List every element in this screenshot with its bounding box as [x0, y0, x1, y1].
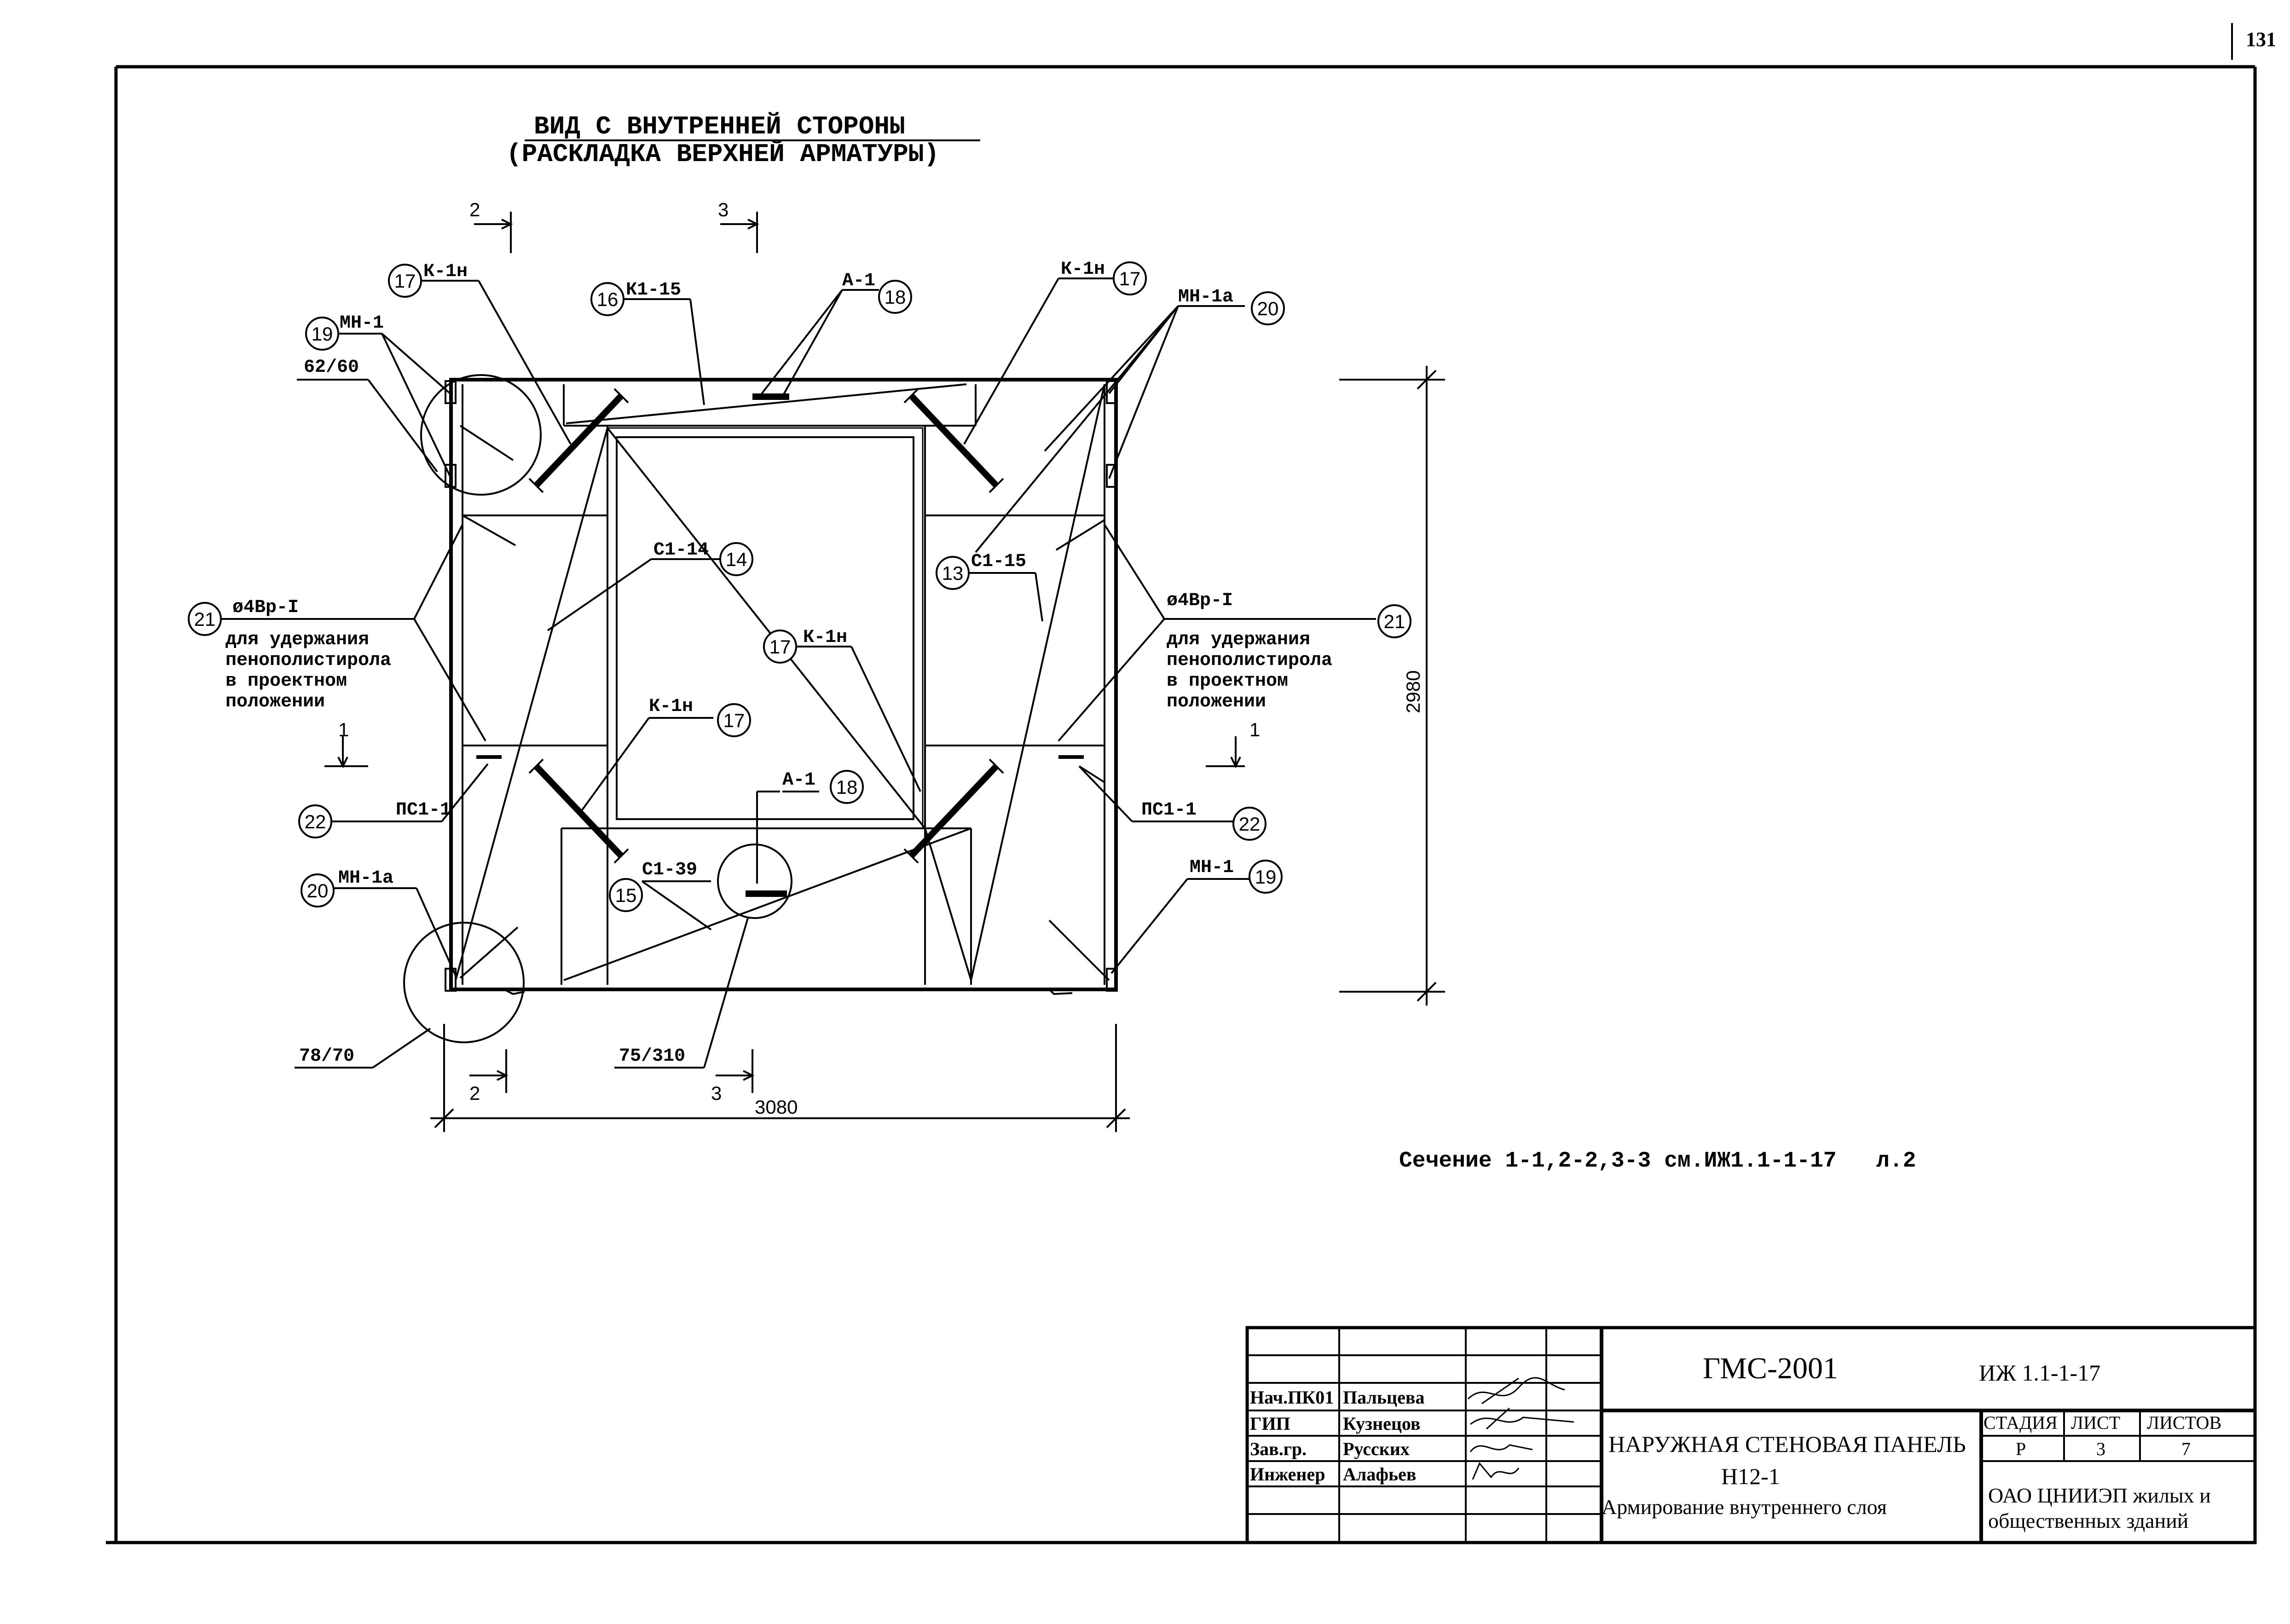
drawing-title-line2: (РАСКЛАДКА ВЕРХНЕЙ АРМАТУРЫ)	[506, 139, 939, 169]
label-mn1a-top-right: МН-1а	[1178, 287, 1233, 307]
organisation-line1: ОАО ЦНИИЭП жилых и	[1988, 1484, 2211, 1507]
document-code: ИЖ 1.1-1-17	[1979, 1360, 2100, 1386]
dimension-height: 2980	[1402, 670, 1424, 713]
callout-17-middle: 17	[769, 636, 791, 658]
label-a1-top: А-1	[842, 271, 875, 291]
label-75-310: 75/310	[619, 1046, 685, 1067]
drawing-title-line1: ВИД С ВНУТРЕННЕЙ СТОРОНЫ	[534, 112, 905, 141]
page-number-corner: 131	[2231, 23, 2276, 60]
callout-20-top-right: 20	[1257, 298, 1279, 319]
label-k1n-lower-left: К-1н	[649, 696, 693, 717]
note-left-line4: положении	[226, 692, 325, 712]
label-62-60: 62/60	[304, 357, 359, 378]
callout-19-lower-right: 19	[1255, 866, 1277, 888]
label-mn1-top-left: МН-1	[340, 313, 384, 334]
sheet-name-line1: НАРУЖНАЯ СТЕНОВАЯ ПАНЕЛЬ	[1608, 1431, 1966, 1457]
label-78-70: 78/70	[299, 1046, 354, 1067]
note-right-line3: в проектном	[1167, 671, 1288, 692]
corner-bars	[528, 388, 1004, 864]
section-reference-note: Сечение 1-1,2-2,3-3 см.ИЖ1.1-1-17 л.2	[1399, 1149, 1916, 1173]
callout-21-left: 21	[194, 608, 216, 630]
note-right-line1: для удержания	[1167, 630, 1310, 650]
callout-19-top-left: 19	[312, 323, 333, 345]
note-left-line1: для удержания	[226, 630, 369, 650]
sheet-header: ЛИСТ	[2071, 1412, 2120, 1433]
sheet-name-line2: Н12-1	[1721, 1463, 1780, 1489]
stage-header: СТАДИЯ	[1984, 1412, 2058, 1433]
callout-18-lower: 18	[836, 776, 858, 798]
section-marks: 2 3 2 3 1 1	[324, 199, 1260, 1104]
label-c1-14: С1-14	[653, 540, 709, 561]
callout-21-right: 21	[1384, 611, 1405, 632]
section-mark-1-right: 1	[1249, 719, 1260, 740]
leader-lines	[221, 277, 1376, 1069]
callout-17-lower-left: 17	[723, 710, 745, 731]
dimension-width: 3080	[755, 1096, 798, 1118]
callout-22-right: 22	[1239, 813, 1261, 835]
title-block: Нач.ПК01 Пальцева ГИП Кузнецов Зав.гр. Р…	[1245, 1326, 2257, 1544]
label-c1-39: С1-39	[642, 860, 697, 880]
role-0: Нач.ПК01	[1250, 1387, 1334, 1408]
note-left-line3: в проектном	[226, 671, 347, 692]
callout-18-top: 18	[885, 286, 906, 308]
note-right-line2: пенополистирола	[1167, 650, 1332, 671]
name-1: Кузнецов	[1343, 1413, 1421, 1434]
callout-15: 15	[615, 884, 637, 906]
callout-17-top-right: 17	[1119, 268, 1141, 289]
callout-bubbles: 17 19 16 18 17 20 14 13 21 21 17 17 18 2…	[188, 261, 1411, 912]
organisation-line2: общественных зданий	[1988, 1509, 2188, 1532]
stage-value: Р	[2016, 1439, 2026, 1459]
section-mark-2-top: 2	[469, 199, 480, 220]
page-number: 131	[2246, 28, 2276, 51]
sheet-frame	[106, 65, 2257, 1544]
sheet-name-line3: Армирование внутреннего слоя	[1602, 1495, 1887, 1519]
drawing-title: ВИД С ВНУТРЕННЕЙ СТОРОНЫ (РАСКЛАДКА ВЕРХ…	[506, 112, 980, 169]
label-mn1a-lower-left: МН-1а	[338, 868, 393, 889]
label-k1n-top-left: К-1н	[423, 261, 468, 282]
label-k1n-middle: К-1н	[803, 627, 847, 648]
section-mark-3-top: 3	[718, 199, 729, 220]
label-k1-15: К1-15	[626, 280, 681, 301]
role-1: ГИП	[1250, 1413, 1290, 1434]
label-k1n-top-right: К-1н	[1061, 259, 1105, 280]
signature-scribbles	[1467, 1377, 1574, 1480]
project-name: ГМС-2001	[1703, 1352, 1838, 1385]
callout-13: 13	[942, 562, 964, 584]
anchors	[403, 374, 1118, 1043]
callout-16: 16	[597, 289, 619, 310]
name-2: Русских	[1343, 1439, 1410, 1459]
callout-14: 14	[726, 549, 747, 570]
sheet-value: 3	[2096, 1439, 2105, 1459]
section-mark-1-left: 1	[338, 719, 349, 740]
name-0: Пальцева	[1343, 1387, 1424, 1408]
note-right-line4: положении	[1167, 692, 1266, 712]
panel-outline	[449, 378, 1118, 995]
callout-22-left: 22	[305, 811, 326, 832]
section-mark-2-bottom: 2	[469, 1082, 480, 1104]
sheets-header: ЛИСТОВ	[2147, 1412, 2221, 1433]
note-left-line2: пенополистирола	[226, 650, 391, 671]
label-pc1-1-left: ПС1-1	[396, 800, 451, 821]
role-2: Зав.гр.	[1250, 1439, 1307, 1459]
label-c1-15: С1-15	[971, 551, 1026, 572]
element-labels: К-1н МН-1 62/60 К1-15 А-1 К-1н МН-1а С1-…	[226, 259, 1332, 1067]
label-pc1-1-right: ПС1-1	[1141, 800, 1197, 821]
role-3: Инженер	[1250, 1464, 1325, 1485]
label-mn1-lower-right: МН-1	[1190, 857, 1234, 878]
section-mark-3-bottom: 3	[711, 1082, 722, 1104]
diagonal-ties	[455, 383, 1105, 981]
callout-17-top-left: 17	[394, 270, 416, 292]
label-rebar-left: ø4Вр-I	[232, 597, 299, 618]
name-3: Алафьев	[1343, 1464, 1417, 1485]
label-rebar-right: ø4Вр-I	[1167, 590, 1233, 611]
dimension-lines: 3080 2980	[430, 366, 1445, 1132]
sheets-value: 7	[2181, 1439, 2191, 1459]
label-a1-lower: А-1	[782, 770, 815, 791]
callout-20-lower-left: 20	[307, 880, 329, 902]
